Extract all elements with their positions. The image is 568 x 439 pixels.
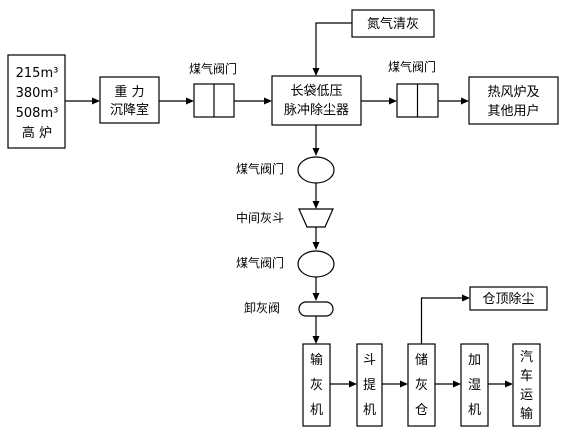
furnace-line-2: 380m³ bbox=[16, 86, 59, 101]
intermediate-ash-hopper: 中间灰斗 bbox=[236, 208, 334, 228]
gas-valve-4: 煤气阀门 bbox=[236, 250, 335, 278]
unloader-label: 卸灰阀 bbox=[244, 300, 280, 315]
humidifier-node: 加 湿 机 bbox=[460, 343, 489, 427]
arrow-valve-1-to-bag-filter bbox=[234, 97, 272, 105]
pulse-bag-filter-node: 长袋低压 脉冲除尘器 bbox=[271, 75, 362, 126]
gas-valve-2: 煤气阀门 bbox=[388, 59, 439, 118]
silo-roof-dust-removal-node: 仓顶除尘 bbox=[469, 286, 548, 311]
bag-filter-line-2: 脉冲除尘器 bbox=[284, 103, 349, 118]
furnace-line-1: 215m³ bbox=[16, 66, 59, 81]
arrow-silo-to-humidifier bbox=[435, 380, 461, 388]
roof-dust-removal-label: 仓顶除尘 bbox=[482, 292, 534, 307]
arrow-hopper-to-valve-4 bbox=[312, 227, 320, 250]
arrow-elevator-to-silo bbox=[382, 380, 408, 388]
arrow-valve-2-to-hot-stove bbox=[438, 97, 469, 105]
bucket-elevator-node: 斗 提 机 bbox=[356, 343, 383, 427]
gas-valve-1: 煤气阀门 bbox=[189, 61, 237, 118]
truck-transport-node: 汽 车 运 输 bbox=[512, 343, 541, 427]
furnace-line-3: 508m³ bbox=[16, 106, 59, 121]
humidifier-char-1: 加 bbox=[468, 353, 481, 368]
gravity-line-2: 沉降室 bbox=[110, 102, 149, 118]
arrow-humidifier-to-truck bbox=[488, 380, 513, 388]
elevator-char-2: 提 bbox=[363, 377, 376, 393]
silo-char-2: 灰 bbox=[415, 378, 428, 393]
truck-char-2: 车 bbox=[520, 368, 533, 384]
arrow-bag-filter-to-valve-3 bbox=[312, 125, 320, 156]
valve-3-label: 煤气阀门 bbox=[236, 161, 284, 176]
valve-2-label: 煤气阀门 bbox=[388, 59, 436, 74]
bag-filter-line-1: 长袋低压 bbox=[290, 84, 342, 99]
arrow-bag-filter-to-valve-2 bbox=[361, 97, 397, 105]
arrow-nitrogen-to-bag-filter bbox=[312, 22, 352, 76]
gravity-settling-chamber-node: 重 力 沉降室 bbox=[99, 76, 160, 124]
gravity-line-1: 重 力 bbox=[114, 84, 144, 100]
ash-unloader-valve: 卸灰阀 bbox=[244, 300, 334, 317]
elevator-char-3: 机 bbox=[363, 403, 376, 418]
conveyor-char-2: 灰 bbox=[310, 378, 323, 393]
conveyor-char-3: 机 bbox=[310, 403, 323, 418]
arrow-unloader-to-conveyor bbox=[312, 316, 320, 344]
arrow-gravity-to-valve-1 bbox=[159, 97, 194, 105]
humidifier-char-2: 湿 bbox=[468, 378, 481, 393]
gas-valve-3: 煤气阀门 bbox=[236, 156, 335, 184]
arrow-furnace-to-gravity bbox=[65, 97, 100, 105]
elevator-char-1: 斗 bbox=[363, 353, 376, 368]
arrow-silo-to-roof-dust bbox=[420, 294, 470, 344]
truck-char-3: 运 bbox=[520, 388, 533, 403]
silo-char-3: 仓 bbox=[415, 403, 428, 418]
nitrogen-cleaning-label: 氮气清灰 bbox=[367, 16, 419, 32]
truck-char-4: 输 bbox=[520, 406, 533, 422]
silo-char-1: 储 bbox=[415, 353, 428, 368]
hot-stove-node: 热风炉及 其他用户 bbox=[468, 76, 559, 125]
hot-stove-line-2: 其他用户 bbox=[487, 103, 539, 119]
blast-furnace-node: 215m³ 380m³ 508m³ 高 炉 bbox=[7, 54, 66, 149]
arrow-valve-3-to-hopper bbox=[312, 183, 320, 209]
hot-stove-line-1: 热风炉及 bbox=[487, 85, 539, 100]
valve-4-label: 煤气阀门 bbox=[236, 255, 284, 270]
arrow-valve-4-to-unloader bbox=[312, 277, 320, 301]
conveyor-char-1: 输 bbox=[310, 352, 323, 368]
furnace-line-4: 高 炉 bbox=[22, 125, 52, 141]
nitrogen-cleaning-node: 氮气清灰 bbox=[351, 9, 435, 38]
humidifier-char-3: 机 bbox=[468, 403, 481, 418]
hopper-label: 中间灰斗 bbox=[236, 210, 284, 225]
arrow-conveyor-to-elevator bbox=[330, 380, 357, 388]
ash-conveyor-node: 输 灰 机 bbox=[302, 343, 331, 427]
ash-silo-node: 储 灰 仓 bbox=[407, 343, 436, 427]
valve-1-label: 煤气阀门 bbox=[189, 61, 237, 76]
truck-char-1: 汽 bbox=[520, 350, 533, 365]
